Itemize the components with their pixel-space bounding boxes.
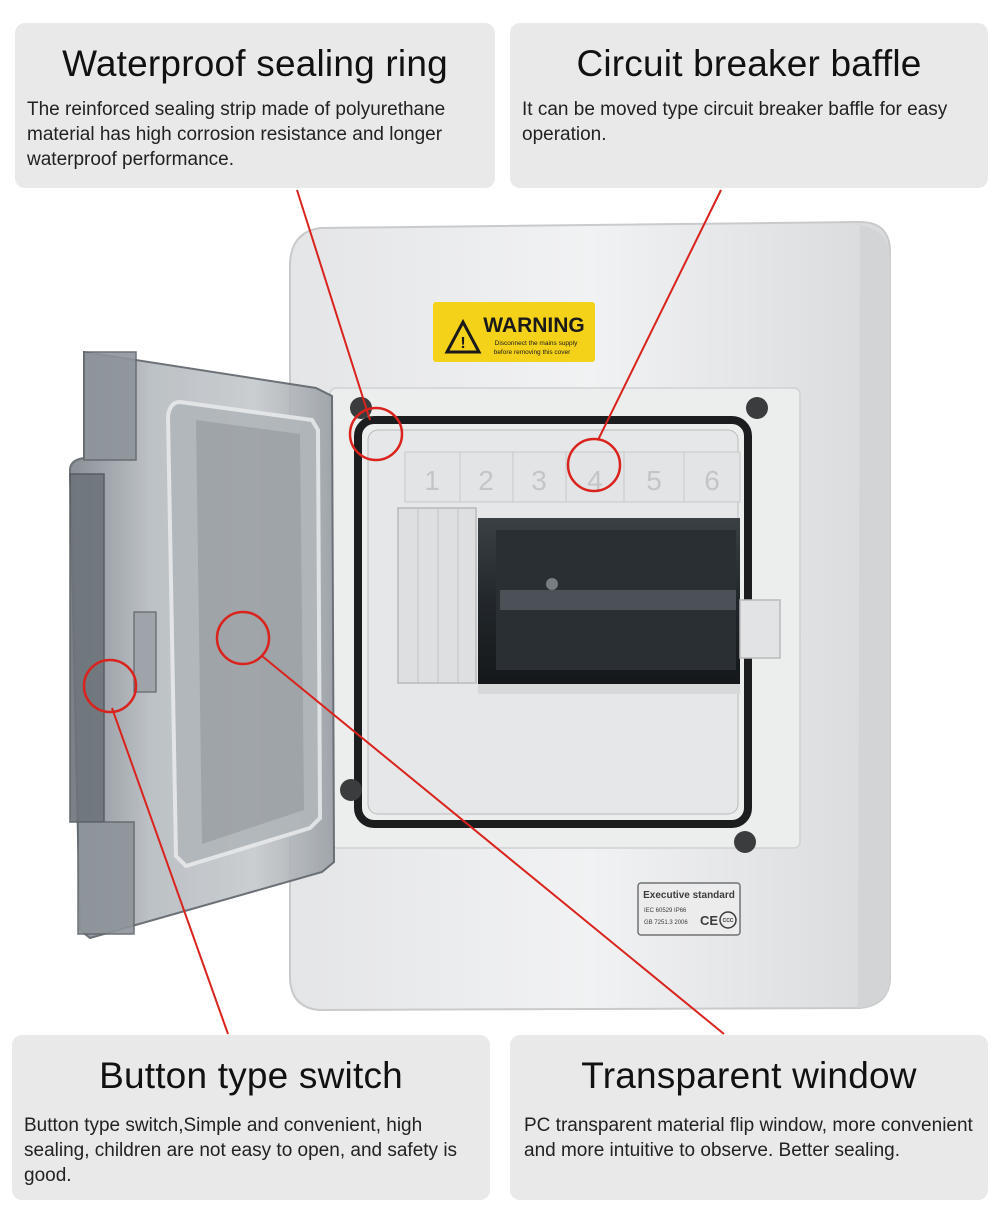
- callout-circle-window: [215, 610, 271, 666]
- slot-number: 6: [704, 465, 720, 496]
- svg-text:!: !: [460, 335, 465, 352]
- feature-description: PC transparent material flip window, mor…: [524, 1115, 973, 1161]
- breaker-baffle-strip: 1 2 3 4 5 6: [404, 451, 741, 503]
- callout-circles: [82, 406, 622, 714]
- feature-description: Button type switch,Simple and convenient…: [24, 1115, 458, 1186]
- standard-line1: IEC 60529 IP66: [644, 908, 687, 914]
- feature-title: Circuit breaker baffle: [576, 43, 922, 84]
- transparent-door: [68, 350, 336, 940]
- feature-card-sealing-ring: Waterproof sealing ring The reinforced s…: [15, 23, 495, 188]
- ce-mark: CE: [700, 913, 718, 928]
- baffle-plate: [397, 507, 781, 684]
- warning-label: ! WARNING Disconnect the mains supply be…: [433, 302, 595, 362]
- feature-card-button-switch: Button type switch Button type switch,Si…: [12, 1035, 490, 1200]
- callout-circle-baffle: [566, 437, 622, 493]
- ccc-mark: CCC: [723, 918, 734, 924]
- callout-lines: [111, 189, 725, 1035]
- feature-card-breaker-baffle: Circuit breaker baffle It can be moved t…: [510, 23, 988, 188]
- warning-title: WARNING: [483, 314, 585, 337]
- slot-number: 2: [478, 465, 494, 496]
- feature-title: Waterproof sealing ring: [62, 43, 448, 84]
- standard-title: Executive standard: [643, 890, 735, 901]
- slot-number: 5: [646, 465, 662, 496]
- slot-number: 1: [424, 465, 440, 496]
- standard-line2: GB 7251.3 2006: [644, 920, 688, 926]
- warning-line2: before removing this cover: [494, 349, 571, 356]
- feature-card-transparent-window: Transparent window PC transparent materi…: [510, 1035, 988, 1200]
- feature-description: It can be moved type circuit breaker baf…: [522, 99, 948, 145]
- slot-number: 4: [587, 465, 603, 496]
- feature-title: Button type switch: [99, 1055, 403, 1096]
- standard-label: Executive standard IEC 60529 IP66 GB 725…: [637, 882, 741, 936]
- din-rail-cavity: [478, 518, 740, 694]
- warning-line1: Disconnect the mains supply: [495, 340, 578, 347]
- feature-description: The reinforced sealing strip made of pol…: [27, 99, 446, 170]
- feature-title: Transparent window: [581, 1055, 917, 1096]
- callout-circle-sealing: [348, 406, 404, 462]
- callout-circle-button: [82, 658, 138, 714]
- slot-number: 3: [531, 465, 547, 496]
